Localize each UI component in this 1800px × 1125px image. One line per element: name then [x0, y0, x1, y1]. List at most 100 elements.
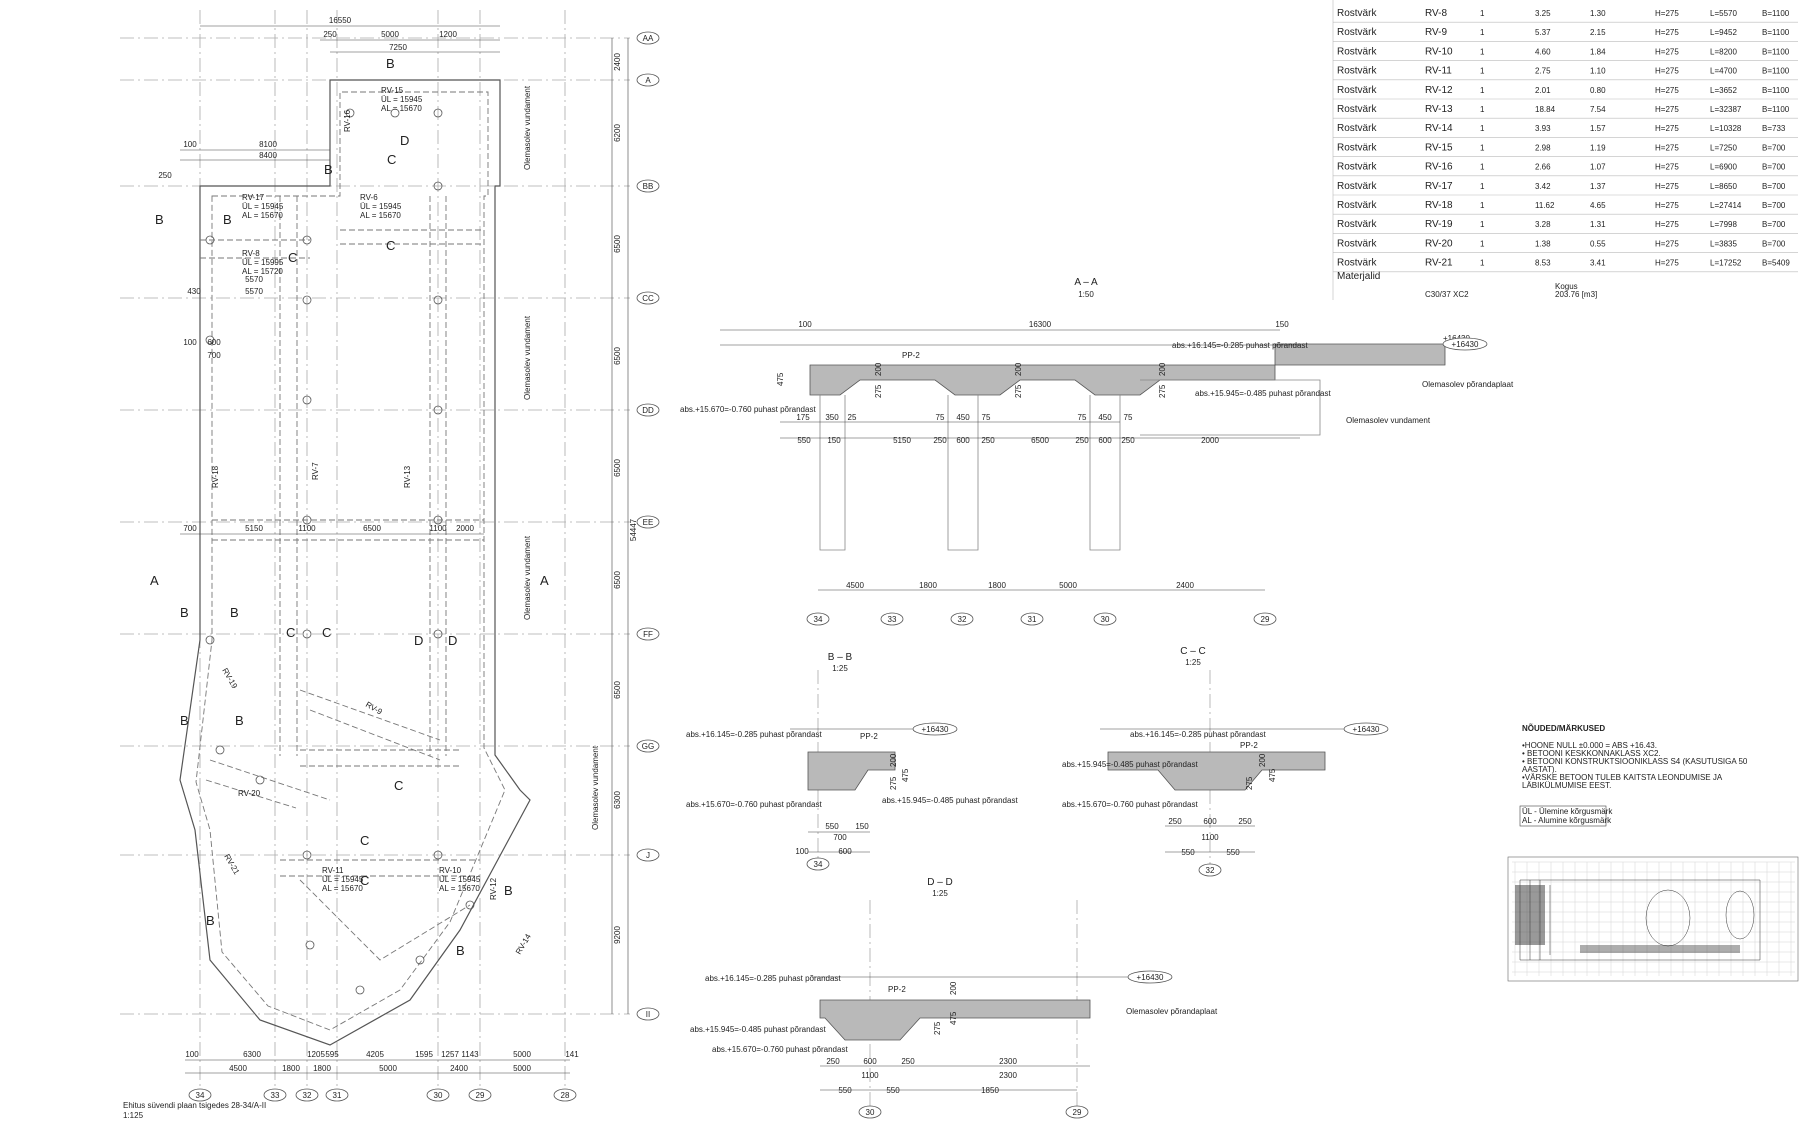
table-cell: Rostvärk: [1337, 27, 1377, 38]
row-label: BB: [643, 182, 654, 191]
rv-label: RV-12: [489, 877, 498, 900]
key-plan-thumbnail: [1507, 856, 1799, 982]
dim-text: 275: [874, 384, 883, 398]
dim-text: 475: [1268, 768, 1277, 782]
dim-text: 450: [956, 413, 970, 422]
table-cell: 1: [1480, 47, 1485, 56]
table-cell: 2.15: [1590, 28, 1606, 37]
table-cell: H=275: [1655, 47, 1679, 56]
table-cell: 1: [1480, 67, 1485, 76]
pp-label: PP-2: [888, 985, 906, 994]
table-cell: 1.10: [1590, 67, 1606, 76]
dim-text: 595: [325, 1050, 339, 1059]
dim-text: 6500: [613, 347, 622, 365]
elevation-tag: +16430: [1353, 725, 1380, 734]
table-cell: RV-21: [1425, 258, 1453, 269]
row-label: EE: [643, 518, 654, 527]
section-title: B – B: [828, 652, 853, 663]
dim-text: 100: [183, 338, 197, 347]
note-line: LÄBIKÜLMUMISE EEST.: [1522, 781, 1611, 790]
level-note: abs.+16.145=-0.285 puhast põrandast: [1172, 341, 1308, 350]
section-marker: B: [180, 605, 189, 620]
rv-label: RV-20: [238, 789, 261, 798]
section-title: D – D: [927, 877, 953, 888]
rv-elev: AL = 15670: [360, 211, 401, 220]
dim-text: 5150: [893, 436, 911, 445]
dim-text: 5570: [245, 275, 263, 284]
level-note: abs.+15.670=-0.760 puhast põrandast: [712, 1045, 848, 1054]
dim-text: 1100: [1201, 833, 1219, 842]
table-cell: 3.93: [1535, 124, 1551, 133]
note-line: • BETOONI KONSTRUKTSIOONIKLASS S4 (KASUT…: [1522, 757, 1748, 766]
plan-row-bubbles: AA A BB CC DD EE FF GG J II: [636, 31, 660, 1021]
table-cell: H=275: [1655, 182, 1679, 191]
dim-text: 1595: [415, 1050, 433, 1059]
row-label: J: [646, 851, 650, 860]
dim-text: 6500: [613, 235, 622, 253]
section-marker: C: [394, 778, 403, 793]
dim-text: 550: [838, 1086, 852, 1095]
axis-label: 32: [958, 615, 967, 624]
table-cell: Rostvärk: [1337, 181, 1377, 192]
axis-label: 30: [866, 1108, 875, 1117]
dim-text: 1143: [461, 1050, 479, 1059]
dim-text: 9200: [613, 926, 622, 944]
dim-text: 275: [889, 776, 898, 790]
table-cell: B=1100: [1762, 67, 1790, 76]
table-cell: 2.01: [1535, 86, 1551, 95]
table-cell: 11.62: [1535, 201, 1555, 210]
dim-text: 25: [848, 413, 857, 422]
col-label: 30: [434, 1091, 443, 1100]
table-cell: 7.54: [1590, 105, 1606, 114]
dim-text: 5000: [513, 1064, 531, 1073]
table-cell: 3.42: [1535, 182, 1551, 191]
pp-label: PP-2: [1240, 741, 1258, 750]
elevation-tag: +16430: [922, 725, 949, 734]
dim-text: 7250: [389, 43, 407, 52]
dim-text: 275: [1245, 776, 1254, 790]
table-cell: 1: [1480, 124, 1485, 133]
table-cell: 8.53: [1535, 259, 1551, 268]
dim-text: 475: [901, 768, 910, 782]
table-cell: L=9452: [1710, 28, 1737, 37]
rv-elev: AL = 15720: [242, 267, 283, 276]
dim-text: 2400: [1176, 581, 1194, 590]
level-note: abs.+15.945=-0.485 puhast põrandast: [882, 796, 1018, 805]
level-note: abs.+15.670=-0.760 puhast põrandast: [1062, 800, 1198, 809]
legend-ul: ÜL - Ülemine kõrgusmärk: [1522, 807, 1613, 816]
pp-label: PP-2: [902, 351, 920, 360]
dim-text: 54447: [629, 518, 638, 541]
total-label: Kogus: [1555, 282, 1578, 291]
table-cell: Rostvärk: [1337, 200, 1377, 211]
table-cell: RV-18: [1425, 200, 1453, 211]
table-cell: Rostvärk: [1337, 238, 1377, 249]
dim-text: 700: [207, 351, 221, 360]
table-cell: RV-15: [1425, 142, 1453, 153]
dim-text: 6500: [613, 571, 622, 589]
dim-text: 2400: [613, 53, 622, 71]
dim-text: 1800: [919, 581, 937, 590]
table-cell: H=275: [1655, 9, 1679, 18]
concrete-class: C30/37 XC2: [1425, 290, 1469, 299]
dim-text: 250: [826, 1057, 840, 1066]
table-cell: L=8200: [1710, 47, 1737, 56]
existing-foundation-label: Olemasolev vundament: [523, 315, 532, 400]
dim-text: 600: [863, 1057, 877, 1066]
table-cell: 1: [1480, 239, 1485, 248]
table-cell: L=7250: [1710, 143, 1737, 152]
axis-label: 34: [814, 615, 823, 624]
foundation-plan: AA A BB CC DD EE FF GG J II 34 33 32 31 …: [120, 10, 660, 1120]
dim-text: 700: [183, 524, 197, 533]
rv-label: RV-19: [220, 667, 239, 691]
table-cell: L=10328: [1710, 124, 1742, 133]
table-cell: Rostvärk: [1337, 123, 1377, 134]
dim-text: 550: [886, 1086, 900, 1095]
table-cell: 1.30: [1590, 9, 1606, 18]
section-marker: D: [400, 133, 409, 148]
section-dd: D – D 1:25 +16430 abs.+16.145=-0.285 puh…: [690, 877, 1218, 1119]
section-marker: A: [150, 573, 159, 588]
level-note: abs.+15.945=-0.485 puhast põrandast: [1062, 760, 1198, 769]
section-marker: C: [286, 625, 295, 640]
table-cell: H=275: [1655, 67, 1679, 76]
